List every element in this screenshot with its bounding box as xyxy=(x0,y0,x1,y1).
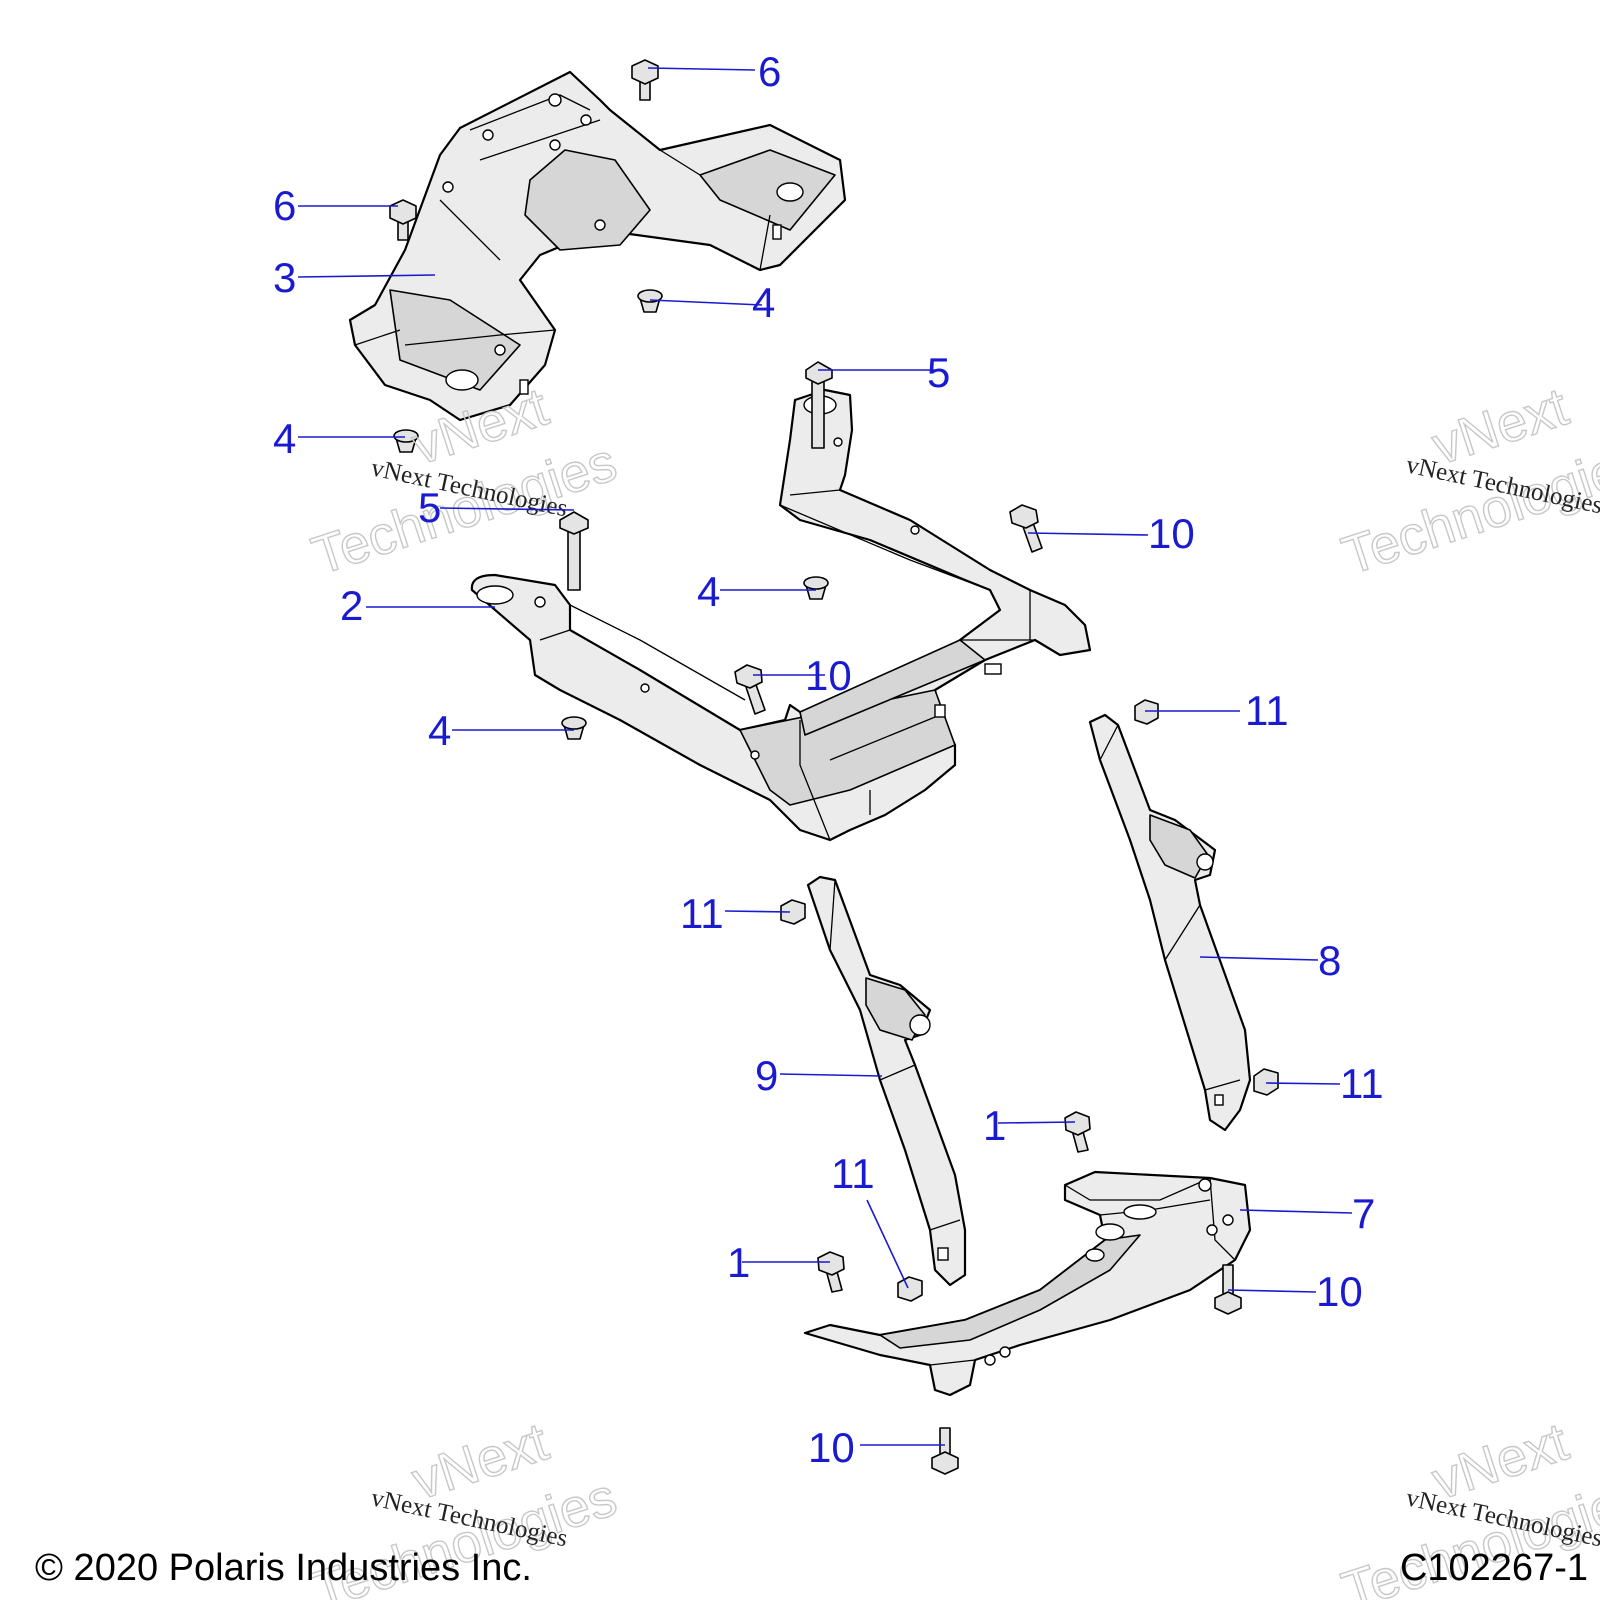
drawing-number: C102267-1 xyxy=(1400,1547,1588,1589)
nut-11-a xyxy=(1134,699,1159,725)
callout-label: 6 xyxy=(273,182,296,229)
callout-label: 8 xyxy=(1318,937,1341,984)
callout-leader-line xyxy=(866,1199,909,1289)
bolt-5-left xyxy=(559,511,589,591)
callout-leader-line xyxy=(997,1121,1076,1124)
callout-label: 4 xyxy=(428,707,451,754)
callout-leader-line xyxy=(439,507,575,511)
callout-label: 6 xyxy=(758,48,781,95)
grommet-4-c xyxy=(803,576,829,600)
callout-label: 7 xyxy=(1352,1190,1375,1237)
part-8-right-upright xyxy=(1088,713,1252,1132)
grommet-4-a xyxy=(637,289,663,313)
bolt-1-left xyxy=(817,1251,845,1293)
callout-leader-line xyxy=(1265,1082,1341,1085)
callout-leader-line xyxy=(1239,1209,1353,1214)
callout-leader-line xyxy=(649,299,763,306)
callout-leader-line xyxy=(724,910,791,913)
callout-label: 3 xyxy=(273,254,296,301)
nut-11-b xyxy=(780,899,806,925)
callout-leader-line xyxy=(297,274,436,278)
callout-label: 5 xyxy=(418,484,441,531)
callout-label: 4 xyxy=(752,279,775,326)
part-3-upper-bracket xyxy=(348,70,847,422)
callout-leader-line xyxy=(1027,532,1149,536)
callout-label: 2 xyxy=(340,582,363,629)
callout-label: 10 xyxy=(805,652,852,699)
callout-leader-line xyxy=(779,1073,883,1077)
part-7-lower-crossmember xyxy=(803,1170,1252,1397)
part-9-left-upright xyxy=(806,875,967,1287)
bolt-5-right xyxy=(805,361,833,449)
bolt-1-right xyxy=(1064,1111,1091,1153)
callout-leader-line xyxy=(1227,1289,1317,1293)
bolt-10-lower-right xyxy=(1214,1264,1242,1315)
bolt-10-bottom xyxy=(931,1427,959,1475)
callout-label: 1 xyxy=(727,1239,750,1286)
callout-label: 4 xyxy=(697,568,720,615)
part-2-main-frame xyxy=(470,388,1092,842)
callout-label: 10 xyxy=(1148,510,1195,557)
watermark-top-right: vNext Technologies vNext Technologies xyxy=(1334,376,1600,587)
grommet-4-b xyxy=(393,429,419,453)
callout-label: 10 xyxy=(808,1424,855,1471)
callout-label: 11 xyxy=(680,890,724,937)
nut-11-c xyxy=(1253,1068,1279,1096)
callout-label: 11 xyxy=(1245,687,1289,734)
callout-leader-line xyxy=(1199,956,1319,961)
callout-label: 10 xyxy=(1316,1268,1363,1315)
nut-11-d xyxy=(897,1276,923,1302)
bolt-10-middle xyxy=(734,664,766,715)
grommet-4-d xyxy=(561,716,587,740)
bolt-6-top xyxy=(631,59,659,101)
copyright-notice: © 2020 Polaris Industries Inc. xyxy=(35,1547,532,1589)
callout-label: 4 xyxy=(273,415,296,462)
callout-label: 9 xyxy=(755,1052,778,1099)
callout-label: 11 xyxy=(831,1150,875,1197)
callout-label: 1 xyxy=(983,1102,1006,1149)
callout-label: 5 xyxy=(927,349,950,396)
callout-label: 11 xyxy=(1340,1060,1384,1107)
callout-leader-line xyxy=(647,67,756,71)
bolt-10-upper-right xyxy=(1009,504,1043,553)
